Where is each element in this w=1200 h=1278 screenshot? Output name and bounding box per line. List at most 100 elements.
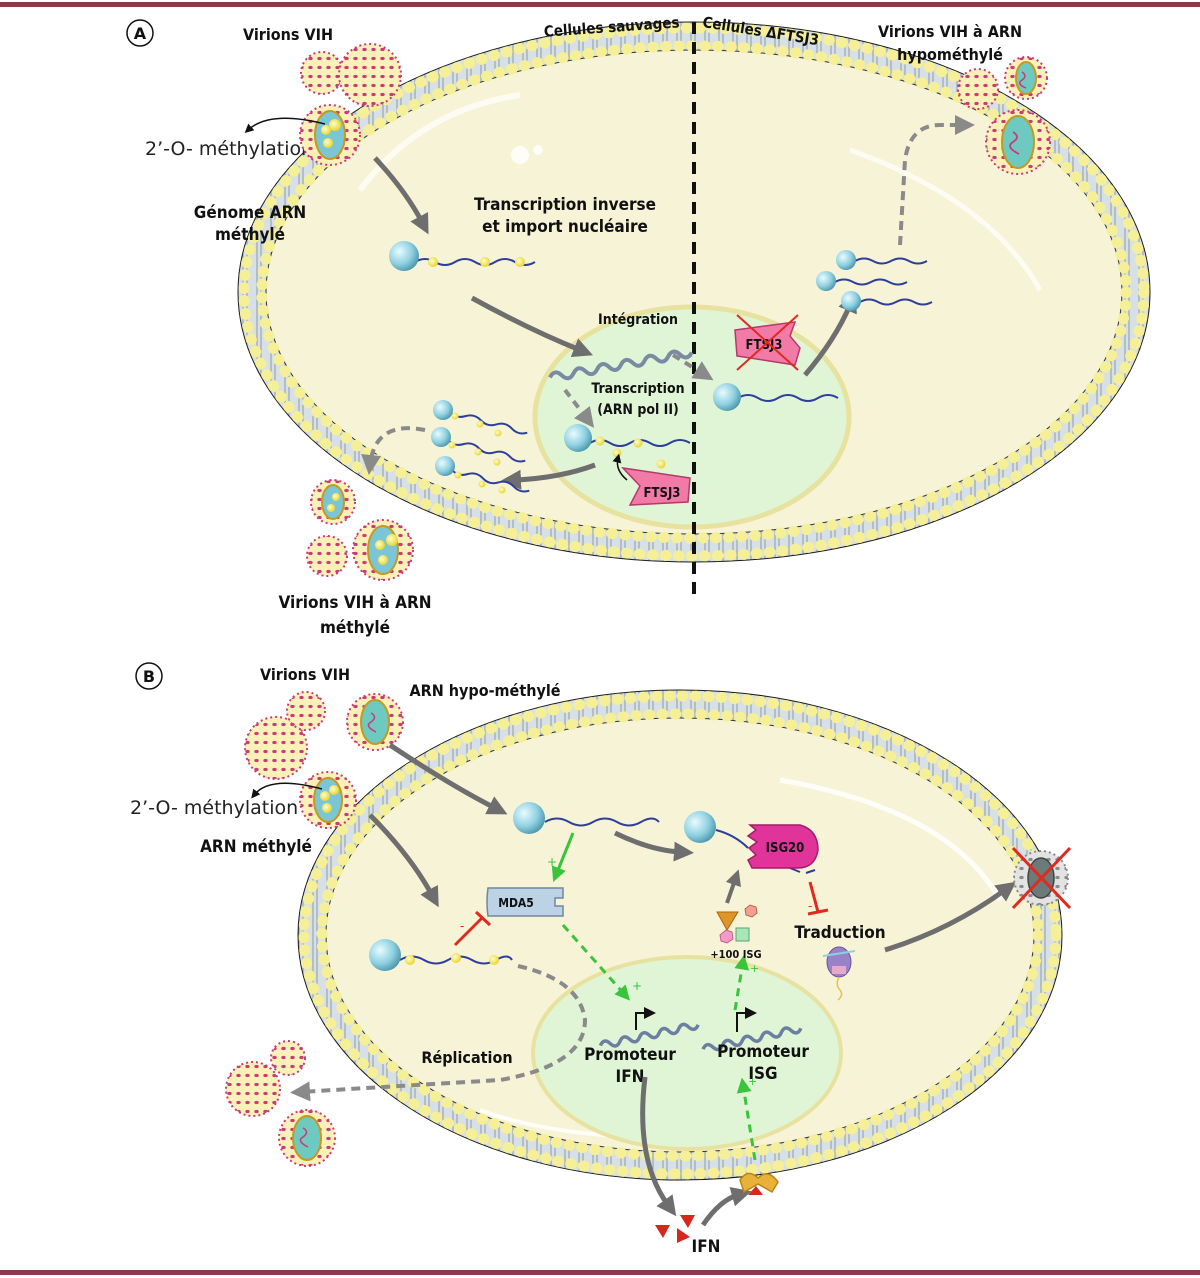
isg-plus: + xyxy=(750,962,759,975)
membrane-heads-inner-b xyxy=(316,708,1044,1162)
transcription-arrow-wt xyxy=(563,388,595,428)
virion-mature-methylated xyxy=(299,104,361,166)
isg-promoter: Promoteur ISG xyxy=(701,1007,809,1084)
released-virion-immature xyxy=(306,535,348,577)
ribosome xyxy=(822,946,856,1001)
sensing-arrow xyxy=(551,832,575,882)
panel-a-letter: A xyxy=(134,24,147,43)
panel-b-badge xyxy=(135,662,163,690)
cytoplasm-highlight-b xyxy=(779,777,1003,902)
receptor-to-isg-arrow xyxy=(736,1077,757,1161)
ftsj3-knockout: FTSJ3 xyxy=(734,314,801,371)
b-virion-immature-large xyxy=(244,716,308,780)
nascent-rna-ko xyxy=(713,383,839,411)
methylation-label-b: 2’-O- méthylation xyxy=(130,797,298,819)
no-progeny-arrow xyxy=(884,881,1017,953)
ifn-tss-arrow xyxy=(635,1007,656,1030)
methylated-rna-b xyxy=(369,939,513,971)
b-virion-hypomethylated xyxy=(346,693,404,751)
genome-label-line2: méthylé xyxy=(215,225,285,245)
exported-hypomethylated-rnas xyxy=(816,250,933,311)
virions-label-b: Virions VIH xyxy=(260,665,350,684)
rt-label-line1: Transcription inverse xyxy=(474,195,656,215)
methylated-virions-line2: méthylé xyxy=(320,618,390,638)
hypo-virions-line1: Virions VIH à ARN xyxy=(878,22,1022,41)
rt-arrow xyxy=(470,295,593,358)
isg20-label: ISG20 xyxy=(766,841,805,856)
isg-count-label: +100 ISG xyxy=(710,948,761,961)
ifn-receptor xyxy=(739,1172,779,1195)
ifn-promoter: Promoteur IFN xyxy=(584,1007,700,1087)
mda5-plus: + xyxy=(632,979,642,993)
b-virion-immature-small xyxy=(286,691,326,731)
isg-tss-arrow xyxy=(736,1007,757,1032)
replication-arrow xyxy=(290,964,588,1102)
budding-arrow-ko xyxy=(898,115,975,246)
hypomethylated-rna-b xyxy=(513,802,660,834)
export-arrow-ko xyxy=(803,292,857,377)
export-arrow-wt xyxy=(501,462,596,490)
ifn-molecules xyxy=(655,1215,695,1243)
methylation-label: 2’-O- méthylation xyxy=(145,138,313,160)
inhibition-minus-translation: - xyxy=(808,899,812,913)
inhibition-translation xyxy=(807,881,829,916)
integration-label: Intégration xyxy=(598,312,678,328)
rt-label-line2: et import nucléaire xyxy=(482,217,648,237)
methylated-rna-label: ARN méthylé xyxy=(200,837,312,857)
blocked-virion xyxy=(1011,846,1072,910)
entry-arrow-methylated xyxy=(368,813,439,908)
b-released-immature-small xyxy=(270,1040,306,1076)
budding-arrow-wt xyxy=(361,426,426,475)
inhibition-mda5 xyxy=(453,910,492,947)
methylated-virions-line1: Virions VIH à ARN xyxy=(278,593,431,613)
genome-label-line1: Génome ARN xyxy=(194,203,306,223)
ifn-promoter-line1: Promoteur xyxy=(584,1045,676,1065)
entry-arrow xyxy=(373,156,429,235)
replication-label: Réplication xyxy=(421,1048,512,1067)
translation-label: Traduction xyxy=(794,923,885,943)
membrane-heads-outer-b xyxy=(298,690,1062,1180)
mda5-to-ifn-arrow xyxy=(561,924,630,1001)
panel-a: A Virions VIH 2’-O- méthylation Génome A… xyxy=(126,13,1151,638)
incoming-methylated-rna xyxy=(389,241,536,271)
ftsj3-enzyme: FTSJ3 xyxy=(620,459,691,506)
hypo-virion-mature-large xyxy=(985,109,1051,175)
hypo-virion-immature xyxy=(957,68,999,110)
nucleus-b xyxy=(531,955,843,1151)
integrated-provirus xyxy=(548,349,694,381)
isg-proteins xyxy=(716,904,758,944)
isg20-nuclease: ISG20 xyxy=(746,824,819,869)
rna-to-isg20-arrow xyxy=(613,830,694,862)
isg-to-isg20-arrow xyxy=(725,869,741,904)
sensing-plus: + xyxy=(547,855,557,869)
bottom-frame-bar xyxy=(0,1270,1200,1275)
b-released-mature xyxy=(278,1109,336,1167)
mda5-label: MDA5 xyxy=(498,896,534,910)
methylation-pointer xyxy=(244,117,326,134)
panel-b-letter: B xyxy=(143,667,155,686)
inhibition-minus-mda5: - xyxy=(460,919,464,933)
released-virion-mature-2 xyxy=(352,519,414,581)
panel-b: B Virions VIH ARN hypo-méthylé 2’-O- mét… xyxy=(130,662,1072,1257)
virion-immature-small xyxy=(300,51,344,95)
cytoplasm-highlight-2 xyxy=(849,147,1043,292)
panel-a-badge xyxy=(126,19,154,47)
virion-immature-large xyxy=(338,43,402,107)
entry-arrow-hypo xyxy=(388,742,508,815)
hypo-virion-mature-small xyxy=(1004,56,1048,100)
hypo-rna-label: ARN hypo-méthylé xyxy=(409,681,560,700)
ifn-to-receptor-arrow xyxy=(700,1186,752,1227)
virions-label: Virions VIH xyxy=(243,25,333,44)
transcription-line2: (ARN pol II) xyxy=(597,402,679,418)
blocked-cross-2 xyxy=(1011,846,1072,910)
released-virion-mature-1 xyxy=(310,479,356,525)
ifn-label: IFN xyxy=(692,1237,721,1257)
cytoplasm-highlight xyxy=(357,92,521,192)
receptor-plus: + xyxy=(748,1075,757,1088)
mda5-sensor: MDA5 xyxy=(486,887,564,917)
ifn-promoter-line2: IFN xyxy=(616,1067,645,1087)
ifn-secretion-arrow xyxy=(640,1076,677,1217)
b-released-immature-large xyxy=(225,1061,281,1117)
transcription-arrow-ko xyxy=(671,353,714,381)
